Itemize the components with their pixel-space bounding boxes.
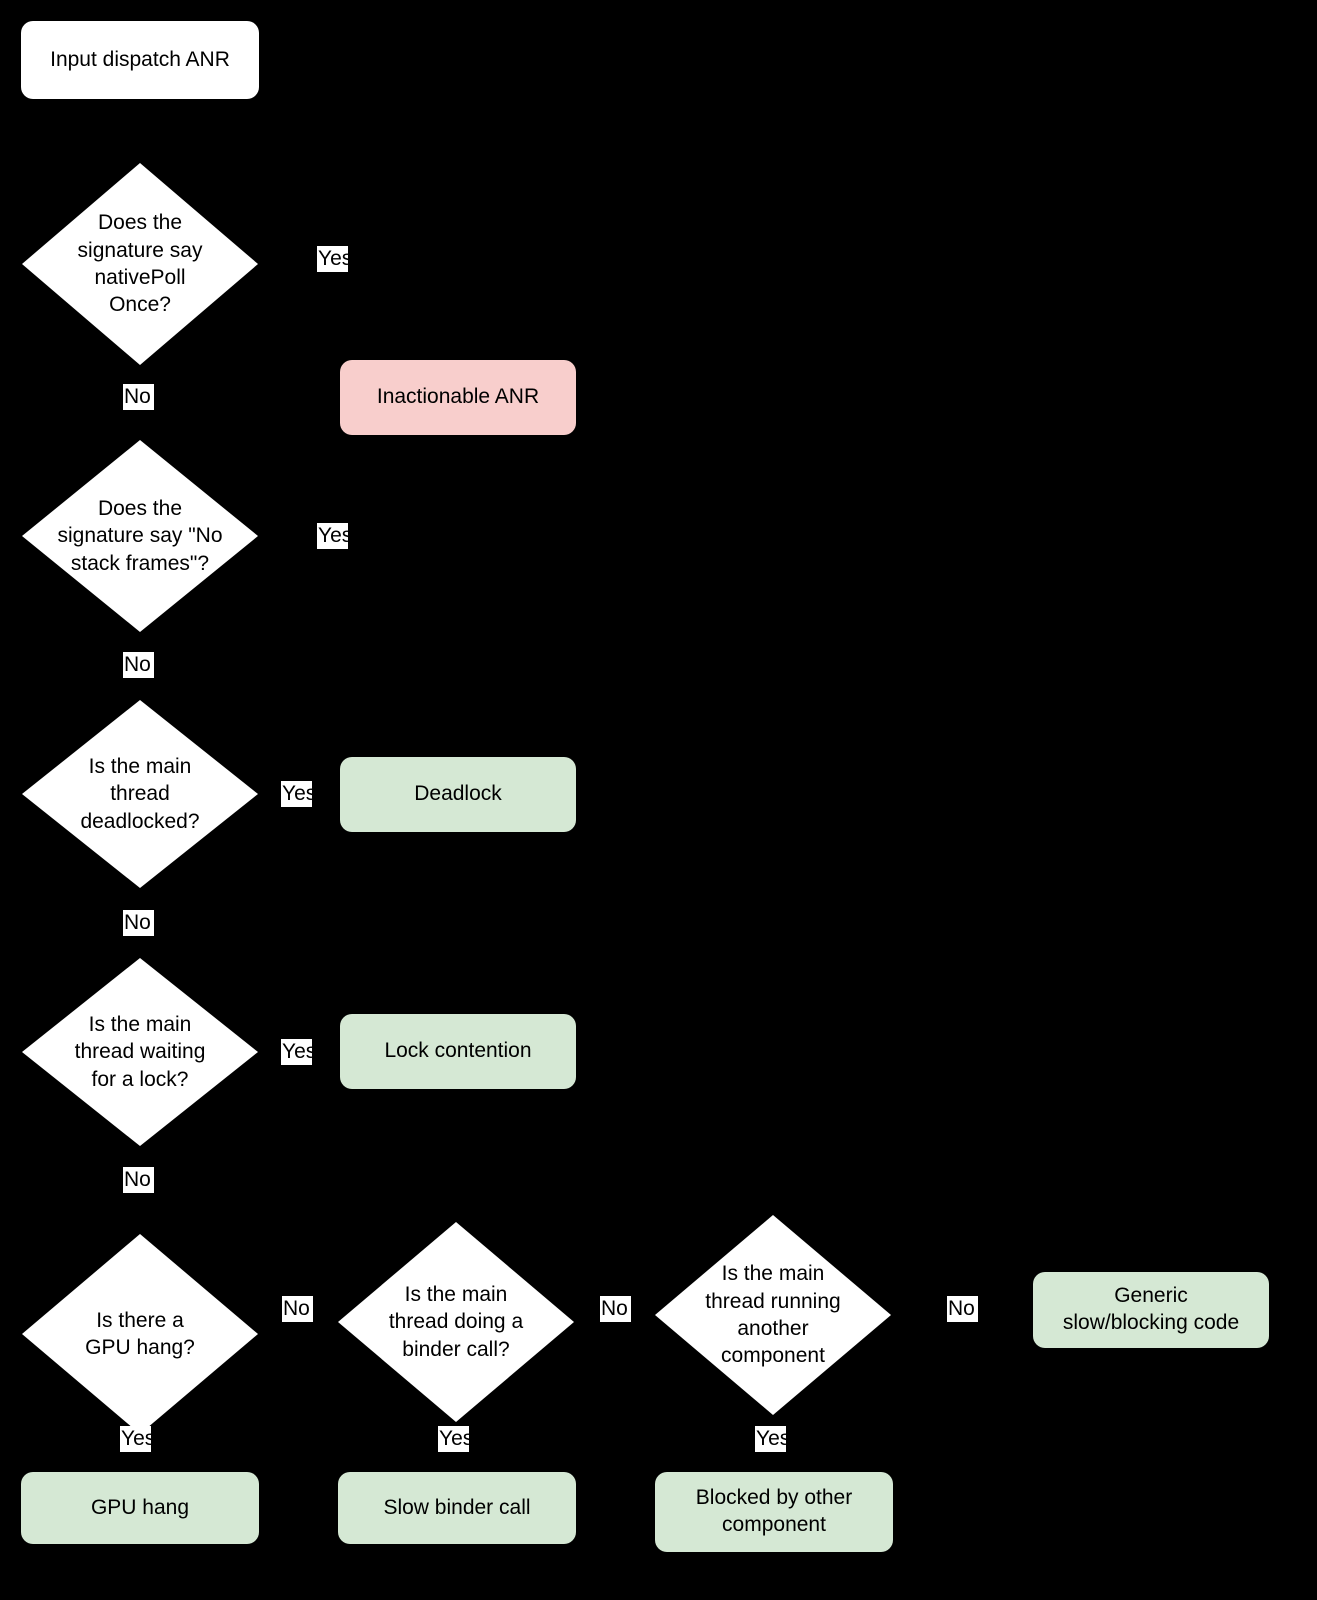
decision-nativepollonce[interactable]: Does the signature say nativePoll Once? (22, 163, 258, 365)
node-inactionable-anr[interactable]: Inactionable ANR (340, 360, 576, 435)
node-label: Deadlock (414, 782, 502, 806)
edge-label-background (947, 1296, 978, 1322)
decision-waiting-for-lock[interactable]: Is the main thread waiting for a lock? (22, 958, 258, 1146)
edge-label-no-waiting-lock: No (123, 1167, 154, 1193)
edge-label-background (600, 1296, 631, 1322)
node-label: Lock contention (384, 1039, 532, 1063)
edge-label-yes-other-component: Yes (755, 1426, 791, 1452)
edge-label-background (123, 1167, 154, 1193)
decision-binder-call[interactable]: Is the main thread doing a binder call? (338, 1222, 574, 1422)
edge-label-background (123, 910, 154, 936)
edge-label-yes-no-stack-frames: Yes (317, 523, 353, 549)
edge-label-yes-gpu-hang: Yes (120, 1426, 156, 1452)
edge-label-text: Yes (282, 1040, 317, 1063)
edge-label-text: Yes (121, 1427, 156, 1450)
edge-label-background (281, 1039, 312, 1065)
decision-no-stack-frames[interactable]: Does the signature say "No stack frames"… (22, 440, 258, 632)
edge-label-yes-binder-call: Yes (438, 1426, 474, 1452)
decision-gpu-hang[interactable]: Is there a GPU hang? (22, 1234, 258, 1434)
node-lock-contention[interactable]: Lock contention (340, 1014, 576, 1089)
edge-label-background (438, 1426, 469, 1452)
node-gpu-hang[interactable]: GPU hang (21, 1472, 259, 1544)
edge-label-text: No (124, 385, 151, 408)
edge-label-text: No (948, 1297, 975, 1320)
edge-label-text: Yes (318, 524, 353, 547)
edge-label-background (282, 1296, 313, 1322)
decision-label: Is there a GPU hang? (85, 1308, 195, 1359)
edge-label-background (317, 523, 348, 549)
edge-label-background (123, 652, 154, 678)
edge-label-background (317, 246, 348, 272)
edge-label-text: No (283, 1297, 310, 1320)
decision-main-thread-deadlocked[interactable]: Is the main thread deadlocked? (22, 700, 258, 888)
node-label: Inactionable ANR (376, 385, 540, 409)
node-label: Slow binder call (383, 1495, 531, 1519)
decision-label: Is the main thread waiting for a lock? (74, 1013, 206, 1091)
edge-label-no-binder-call: No (600, 1296, 631, 1322)
node-slow-binder-call[interactable]: Slow binder call (338, 1472, 576, 1544)
edge-label-text: No (124, 653, 151, 676)
edge-label-no-nativepollonce: No (123, 384, 154, 410)
edge-label-text: Yes (439, 1427, 474, 1450)
node-generic-slow-blocking-code[interactable]: Generic slow/blocking code (1033, 1272, 1269, 1348)
node-deadlock[interactable]: Deadlock (340, 757, 576, 832)
edge-label-background (123, 384, 154, 410)
node-label: Blocked by other component (695, 1486, 853, 1536)
edge-label-text: No (601, 1297, 628, 1320)
decision-label: Is the main thread deadlocked? (80, 755, 200, 833)
edge-label-yes-deadlocked: Yes (281, 781, 317, 807)
edge-label-text: Yes (318, 247, 353, 270)
node-input-dispatch-anr[interactable]: Input dispatch ANR (21, 21, 259, 99)
edge-label-text: Yes (756, 1427, 791, 1450)
edge-label-no-no-stack-frames: No (123, 652, 154, 678)
decision-running-another-component[interactable]: Is the main thread running another compo… (655, 1215, 891, 1415)
edge-label-no-other-component: No (947, 1296, 978, 1322)
node-label: Generic slow/blocking code (1062, 1284, 1240, 1334)
decision-label: Is the main thread running another compo… (705, 1262, 841, 1368)
edge-label-no-gpu-hang: No (282, 1296, 313, 1322)
edge-label-text: No (124, 911, 151, 934)
edge-label-background (755, 1426, 786, 1452)
edge-label-text: Yes (282, 782, 317, 805)
edge-label-yes-waiting-lock: Yes (281, 1039, 317, 1065)
decision-label: Is the main thread doing a binder call? (388, 1283, 524, 1361)
node-label: GPU hang (90, 1495, 190, 1519)
decision-label: Does the signature say "No stack frames"… (57, 497, 223, 575)
decision-label: Does the signature say nativePoll Once? (77, 211, 203, 317)
node-label: Input dispatch ANR (50, 47, 230, 71)
edge-label-background (120, 1426, 151, 1452)
node-blocked-by-other-component[interactable]: Blocked by other component (655, 1472, 893, 1552)
edge-label-background (281, 781, 312, 807)
edge-label-text: No (124, 1168, 151, 1191)
edge-label-no-deadlocked: No (123, 910, 154, 936)
edge-label-yes-nativepollonce: Yes (317, 246, 353, 272)
